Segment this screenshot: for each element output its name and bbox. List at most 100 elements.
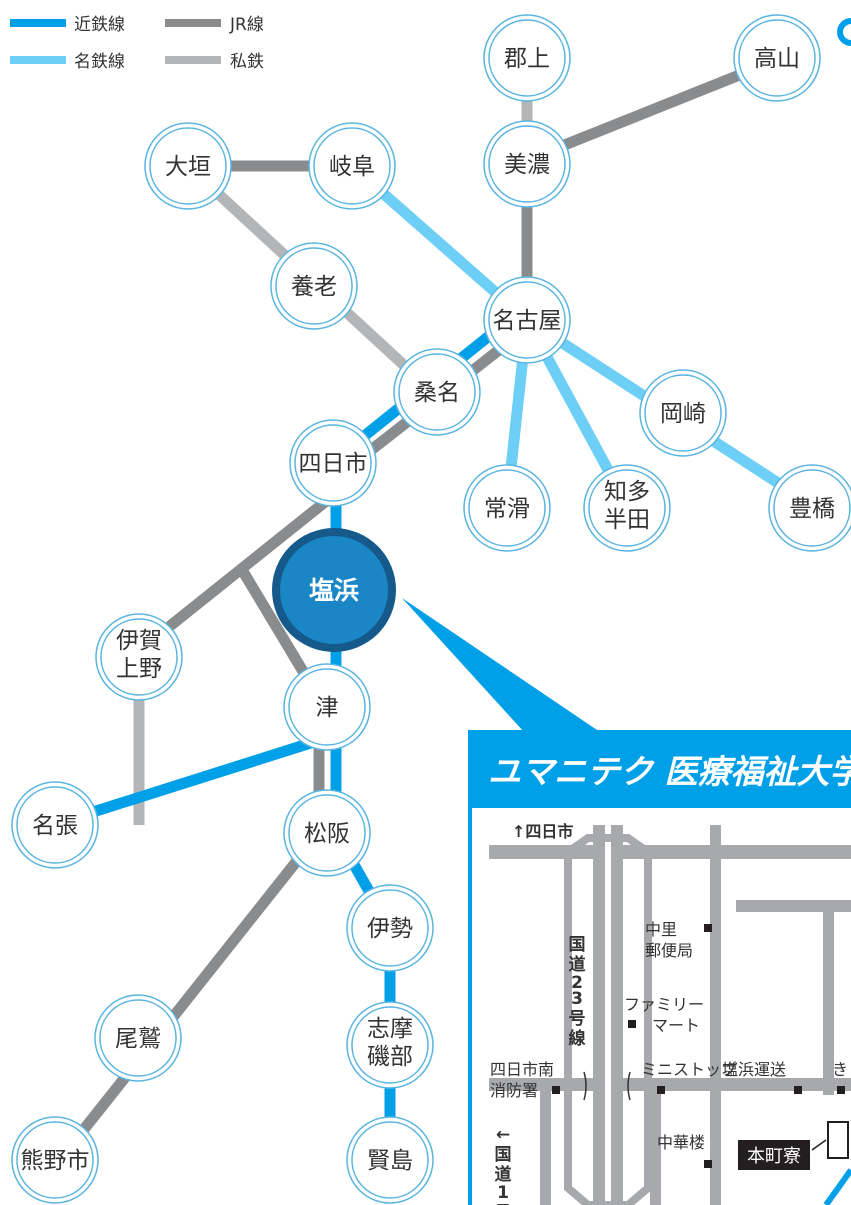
station-label: 大垣: [165, 154, 211, 180]
partial-shop-marker: [837, 1086, 845, 1094]
kintetsu-line-nabari-matsusaka: [50, 729, 338, 831]
station-yokkaichi[interactable]: 四日市: [289, 419, 377, 507]
svg-text:2: 2: [571, 973, 583, 993]
legend-label-jr: JR線: [230, 15, 264, 35]
station-okazaki[interactable]: 岡崎: [639, 369, 727, 457]
svg-text:号: 号: [569, 1009, 586, 1029]
station-takayama[interactable]: 高山: [733, 14, 821, 102]
station-kuwana[interactable]: 桑名: [393, 348, 481, 436]
map-labels: ↑四日市 国 道 2 3 号 線 ← 国 道 1 号 中里 郵便局 ファミリー …: [490, 822, 848, 1205]
station-label: 養老: [291, 274, 337, 300]
partial-logo-icon: [837, 18, 851, 46]
area-map-banner: [470, 732, 851, 808]
station-label: 熊野市: [21, 1148, 90, 1174]
area-map-title: ユマニテク 医療福祉大学: [488, 752, 851, 791]
legend-label-private: 私鉄: [230, 52, 264, 72]
svg-text:線: 線: [569, 1028, 586, 1049]
station-ise[interactable]: 伊勢: [346, 884, 434, 972]
station-label: 半田: [604, 507, 650, 533]
station-label: 名古屋: [493, 308, 562, 334]
station-yoro[interactable]: 養老: [270, 242, 358, 330]
legend: 近鉄線 JR線 名鉄線 私鉄: [0, 0, 300, 80]
road-centerline: [605, 825, 611, 1205]
direction-yokkaichi-label: ↑四日市: [512, 822, 573, 841]
svg-text:号: 号: [495, 1203, 512, 1205]
familymart-label: マート: [652, 1016, 700, 1035]
area-map: ユマニテク 医療福祉大学 ↑四日市 国 道 2 3 号 線: [468, 730, 851, 1205]
station-owase[interactable]: 尾鷲: [94, 994, 182, 1082]
familymart-label: ファミリー: [624, 995, 704, 1014]
station-gujo[interactable]: 郡上: [483, 14, 571, 102]
honmachi-dorm-label: 本町寮: [747, 1146, 801, 1167]
station-tokoname[interactable]: 常滑: [463, 464, 551, 552]
chukaro-marker: [704, 1160, 712, 1168]
callout-pointer: [402, 598, 600, 732]
svg-text:道: 道: [495, 1164, 512, 1185]
station-kashikojima[interactable]: 賢島: [346, 1116, 434, 1204]
station-shiohama-highlight[interactable]: 塩浜: [272, 528, 396, 652]
station-igaueno[interactable]: 伊賀 上野: [95, 613, 183, 701]
shiohama-transport-marker: [794, 1086, 802, 1094]
legend-swatch-jr: [165, 19, 221, 27]
station-nabari[interactable]: 名張: [11, 781, 99, 869]
post-office-label: 郵便局: [645, 941, 693, 960]
station-label: 津: [316, 695, 339, 721]
station-label: 伊勢: [367, 916, 413, 942]
legend-swatch-kintetsu: [10, 19, 66, 27]
ministop-label: ミニストップ: [641, 1060, 737, 1079]
svg-text:国: 国: [495, 1145, 512, 1165]
fire-station-label: 四日市南: [490, 1060, 554, 1079]
svg-text:国: 国: [569, 935, 586, 955]
station-label: 志摩: [367, 1016, 413, 1042]
station-label: 尾鷲: [115, 1026, 161, 1052]
svg-text:←: ←: [496, 1125, 510, 1145]
legend-swatch-meitetsu: [10, 56, 66, 64]
stations: 郡上 高山 大垣 岐阜 美濃 養老 名古屋 桑名: [11, 14, 851, 1204]
station-shimaisobe[interactable]: 志摩 磯部: [346, 1001, 434, 1089]
station-label: 桑名: [414, 380, 460, 406]
station-matsusaka[interactable]: 松阪: [283, 789, 371, 877]
svg-text:1: 1: [497, 1183, 509, 1203]
fire-station-marker: [552, 1086, 560, 1094]
jr-line-matsusaka-kumano: [53, 829, 324, 1166]
station-label: 塩浜: [309, 576, 359, 605]
svg-text:3: 3: [571, 989, 583, 1009]
crossing-mark: [583, 1071, 631, 1101]
station-chitahanda[interactable]: 知多 半田: [583, 464, 671, 552]
station-label: 賢島: [367, 1148, 413, 1174]
chukaro-label: 中華楼: [657, 1133, 705, 1152]
station-kumanoshi[interactable]: 熊野市: [11, 1116, 99, 1204]
station-label: 磯部: [367, 1044, 413, 1070]
diagonal-road: [823, 1168, 851, 1205]
station-label: 四日市: [299, 451, 368, 477]
station-label: 伊賀: [116, 628, 162, 654]
station-gifu[interactable]: 岐阜: [308, 122, 396, 210]
meitetsu-lines: [348, 161, 815, 510]
station-label: 知多: [604, 479, 650, 505]
station-ogaki[interactable]: 大垣: [144, 122, 232, 210]
station-label: 岐阜: [329, 154, 375, 180]
station-mino[interactable]: 美濃: [483, 120, 571, 208]
station-label: 松阪: [304, 821, 350, 847]
svg-text:道: 道: [569, 954, 586, 975]
fire-station-label: 消防署: [490, 1081, 538, 1100]
dorm-building-outline: [827, 1121, 849, 1159]
station-nagoya[interactable]: 名古屋: [483, 276, 571, 364]
station-label: 美濃: [504, 152, 550, 178]
station-label: 常滑: [484, 496, 530, 522]
partial-shop-label: き: [832, 1060, 848, 1079]
ministop-marker: [657, 1086, 665, 1094]
station-toyohashi[interactable]: 豊橋: [768, 464, 851, 552]
station-label: 郡上: [504, 46, 550, 72]
legend-label-kintetsu: 近鉄線: [74, 15, 125, 35]
station-label: 豊橋: [789, 496, 835, 522]
station-tsu[interactable]: 津: [283, 663, 371, 751]
honmachi-dorm[interactable]: 本町寮: [738, 1139, 827, 1170]
post-office-marker: [704, 924, 712, 932]
jr-line-mino-takayama: [524, 54, 780, 166]
route23-label: 国 道 2 3 号 線: [569, 935, 586, 1049]
shiohama-transport-label: 塩浜運送: [722, 1060, 786, 1079]
road-loop: [564, 834, 652, 1205]
route1-label: ← 国 道 1 号: [495, 1125, 512, 1205]
